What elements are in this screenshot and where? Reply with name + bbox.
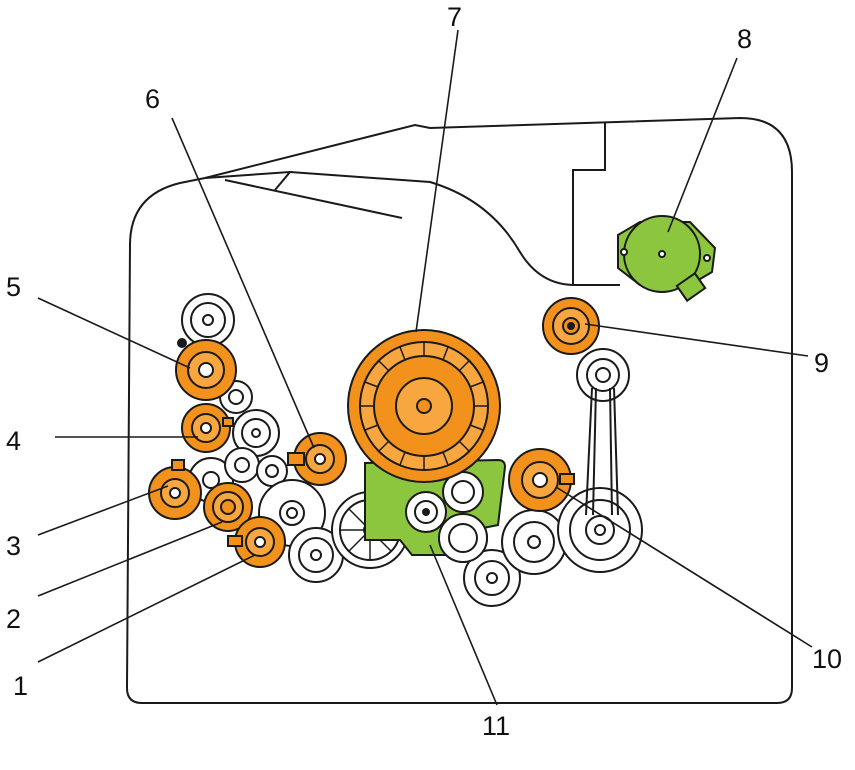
leader-lines	[37, 29, 813, 706]
orange-gear-10	[508, 448, 575, 512]
plain-gear	[576, 348, 630, 402]
printer-housing	[125, 116, 793, 704]
callout-label-9: 9	[814, 348, 829, 378]
plain-gear	[288, 527, 344, 583]
orange-gear-4	[181, 403, 234, 453]
plain-gear	[256, 455, 288, 487]
plain-gear	[463, 549, 521, 607]
orange-gear-1	[227, 516, 286, 568]
plain-gear	[181, 293, 235, 347]
callout-label-2: 2	[6, 604, 21, 634]
callout-label-4: 4	[6, 426, 21, 456]
callout-labels: 1 2 3 4 5 6 7 8 9 10 11	[6, 2, 842, 741]
drive-belt	[585, 387, 619, 516]
callout-label-3: 3	[6, 531, 21, 561]
plain-gear	[224, 447, 260, 483]
plain-gear	[557, 487, 643, 573]
callout-label-7: 7	[447, 2, 462, 32]
plain-gear	[501, 509, 567, 575]
orange-gear-2	[203, 482, 253, 532]
callout-label-6: 6	[145, 84, 160, 114]
callout-label-8: 8	[737, 24, 752, 54]
callout-label-10: 10	[812, 644, 842, 674]
green-bracket	[364, 458, 507, 563]
green-motor	[617, 215, 717, 303]
callout-label-1: 1	[13, 671, 28, 701]
large-orange-gear	[347, 329, 501, 483]
orange-gear-5	[175, 338, 237, 401]
orange-gear-6	[287, 432, 347, 486]
callout-label-5: 5	[6, 272, 21, 302]
callout-label-11: 11	[482, 711, 510, 741]
orange-gear-9	[542, 297, 600, 355]
